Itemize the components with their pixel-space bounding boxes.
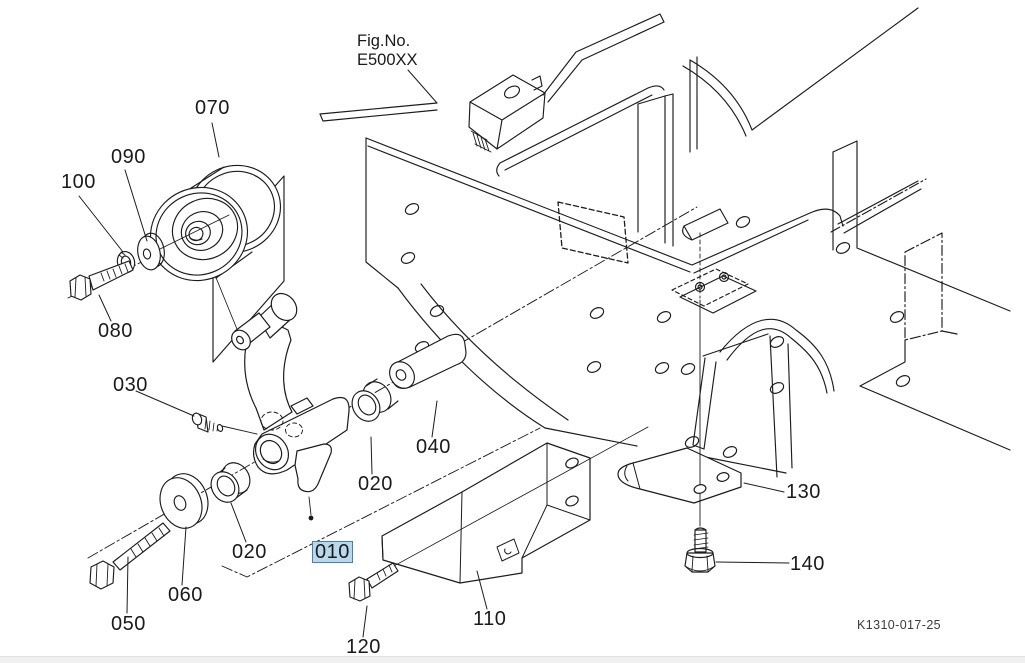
stay-bracket-130 xyxy=(617,447,742,504)
part-label-080[interactable]: 080 xyxy=(98,320,133,342)
bushing-020-right xyxy=(351,378,399,422)
bracket-110 xyxy=(381,442,591,584)
part-label-020-lower[interactable]: 020 xyxy=(232,541,267,563)
part-label-070[interactable]: 070 xyxy=(195,97,230,119)
shaft-040 xyxy=(389,333,467,389)
figure-number-value: E500XX xyxy=(357,51,418,69)
leader-lines xyxy=(78,69,790,638)
washer-090 xyxy=(137,232,165,271)
part-label-050[interactable]: 050 xyxy=(111,613,146,635)
bushing-020-left xyxy=(210,462,251,503)
part-label-040[interactable]: 040 xyxy=(416,436,451,458)
bolt-120-axis xyxy=(371,426,649,579)
part-label-060[interactable]: 060 xyxy=(168,584,203,606)
figure-number: Fig.No. E500XX xyxy=(357,32,418,70)
part-label-110[interactable]: 110 xyxy=(473,608,507,630)
part-label-100[interactable]: 100 xyxy=(61,171,96,193)
tension-arm-assembly xyxy=(231,292,350,493)
bolt-140 xyxy=(684,527,716,573)
washer-060 xyxy=(159,473,209,529)
part-label-140[interactable]: 140 xyxy=(790,553,825,575)
part-label-130[interactable]: 130 xyxy=(786,481,821,503)
part-label-030[interactable]: 030 xyxy=(113,374,148,396)
idler-pulley xyxy=(149,164,282,282)
leader-dot xyxy=(308,515,314,521)
bolt-050 xyxy=(89,522,171,590)
figure-number-label: Fig.No. xyxy=(357,32,411,50)
drawing-code: K1310-017-25 xyxy=(857,618,942,632)
bolt-120 xyxy=(348,562,399,602)
part-label-010-selected[interactable]: 010 xyxy=(312,541,353,563)
part-label-120[interactable]: 120 xyxy=(346,636,381,658)
frame-holes xyxy=(400,85,911,458)
part-label-090[interactable]: 090 xyxy=(111,146,146,168)
grease-fitting-030 xyxy=(191,412,258,435)
frame-outline xyxy=(319,7,1011,478)
bolt-080 xyxy=(69,260,134,301)
part-label-020-upper[interactable]: 020 xyxy=(358,473,393,495)
window-bottom-edge xyxy=(0,656,1025,663)
